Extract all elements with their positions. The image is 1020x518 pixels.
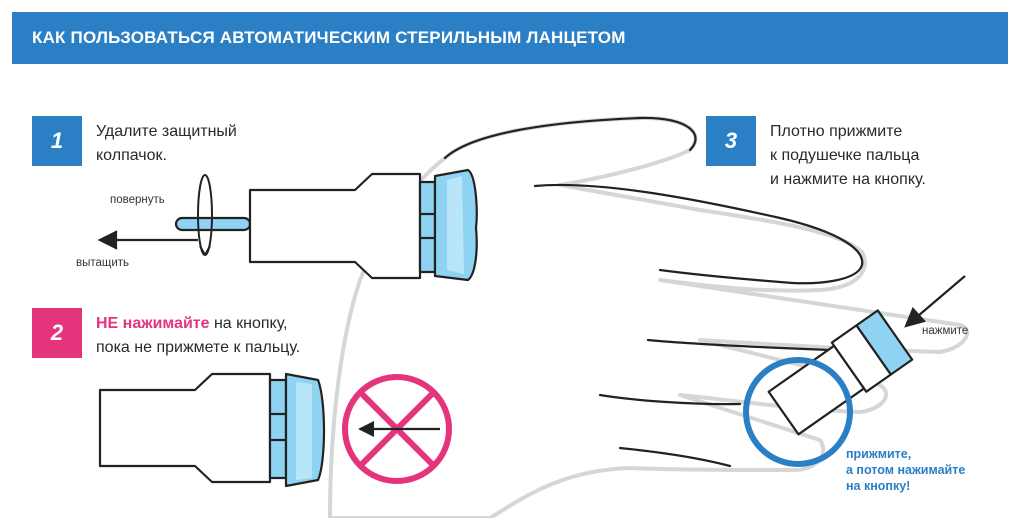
prohibited-icon — [342, 374, 452, 484]
step-1-line2: колпачок. — [96, 147, 167, 164]
press-label: нажмите — [922, 325, 969, 337]
step-1-line1: Удалите защитный — [96, 123, 237, 140]
step-2-badge: 2 — [32, 308, 82, 358]
step-3-line1: Плотно прижмите — [770, 123, 903, 140]
step-3-text: Плотно прижмите к подушечке пальца и наж… — [770, 120, 926, 192]
lancet-cap-removal — [174, 168, 478, 282]
step-3-line2: к подушечке пальца — [770, 147, 920, 164]
step-2-warning: НЕ нажимайте — [96, 315, 210, 332]
press-note: прижмите, а потом нажимайте на кнопку! — [846, 446, 965, 494]
press-note-line1: прижмите, — [846, 447, 912, 461]
left-arrow-icon — [97, 230, 198, 250]
lancet-pressed — [767, 309, 914, 436]
step-1-badge: 1 — [32, 116, 82, 166]
twist-label: повернуть — [110, 194, 165, 206]
highlight-circle-icon — [743, 357, 853, 467]
press-note-line3: на кнопку! — [846, 479, 911, 493]
pull-label: вытащить — [76, 257, 130, 269]
step-3-line3: и нажмите на кнопку. — [770, 171, 926, 188]
rotate-arrow-icon — [197, 174, 213, 256]
lancet-warning — [98, 372, 326, 488]
hand-drawing — [328, 115, 969, 518]
press-note-line2: а потом нажимайте — [846, 463, 966, 477]
step-2-line1: НЕ нажимайте на кнопку, — [96, 312, 300, 336]
header-banner: КАК ПОЛЬЗОВАТЬСЯ АВТОМАТИЧЕСКИМ СТЕРИЛЬН… — [12, 12, 1008, 64]
step-2-text: НЕ нажимайте на кнопку, пока не прижмете… — [96, 312, 300, 360]
press-arrow-icon — [904, 275, 966, 328]
step-2-line1-rest: на кнопку, — [209, 315, 288, 332]
step-3-badge: 3 — [706, 116, 756, 166]
step-2-line2: пока не прижмете к пальцу. — [96, 339, 301, 356]
page-title: КАК ПОЛЬЗОВАТЬСЯ АВТОМАТИЧЕСКИМ СТЕРИЛЬН… — [32, 28, 626, 47]
step-1-text: Удалите защитный колпачок. — [96, 120, 237, 168]
